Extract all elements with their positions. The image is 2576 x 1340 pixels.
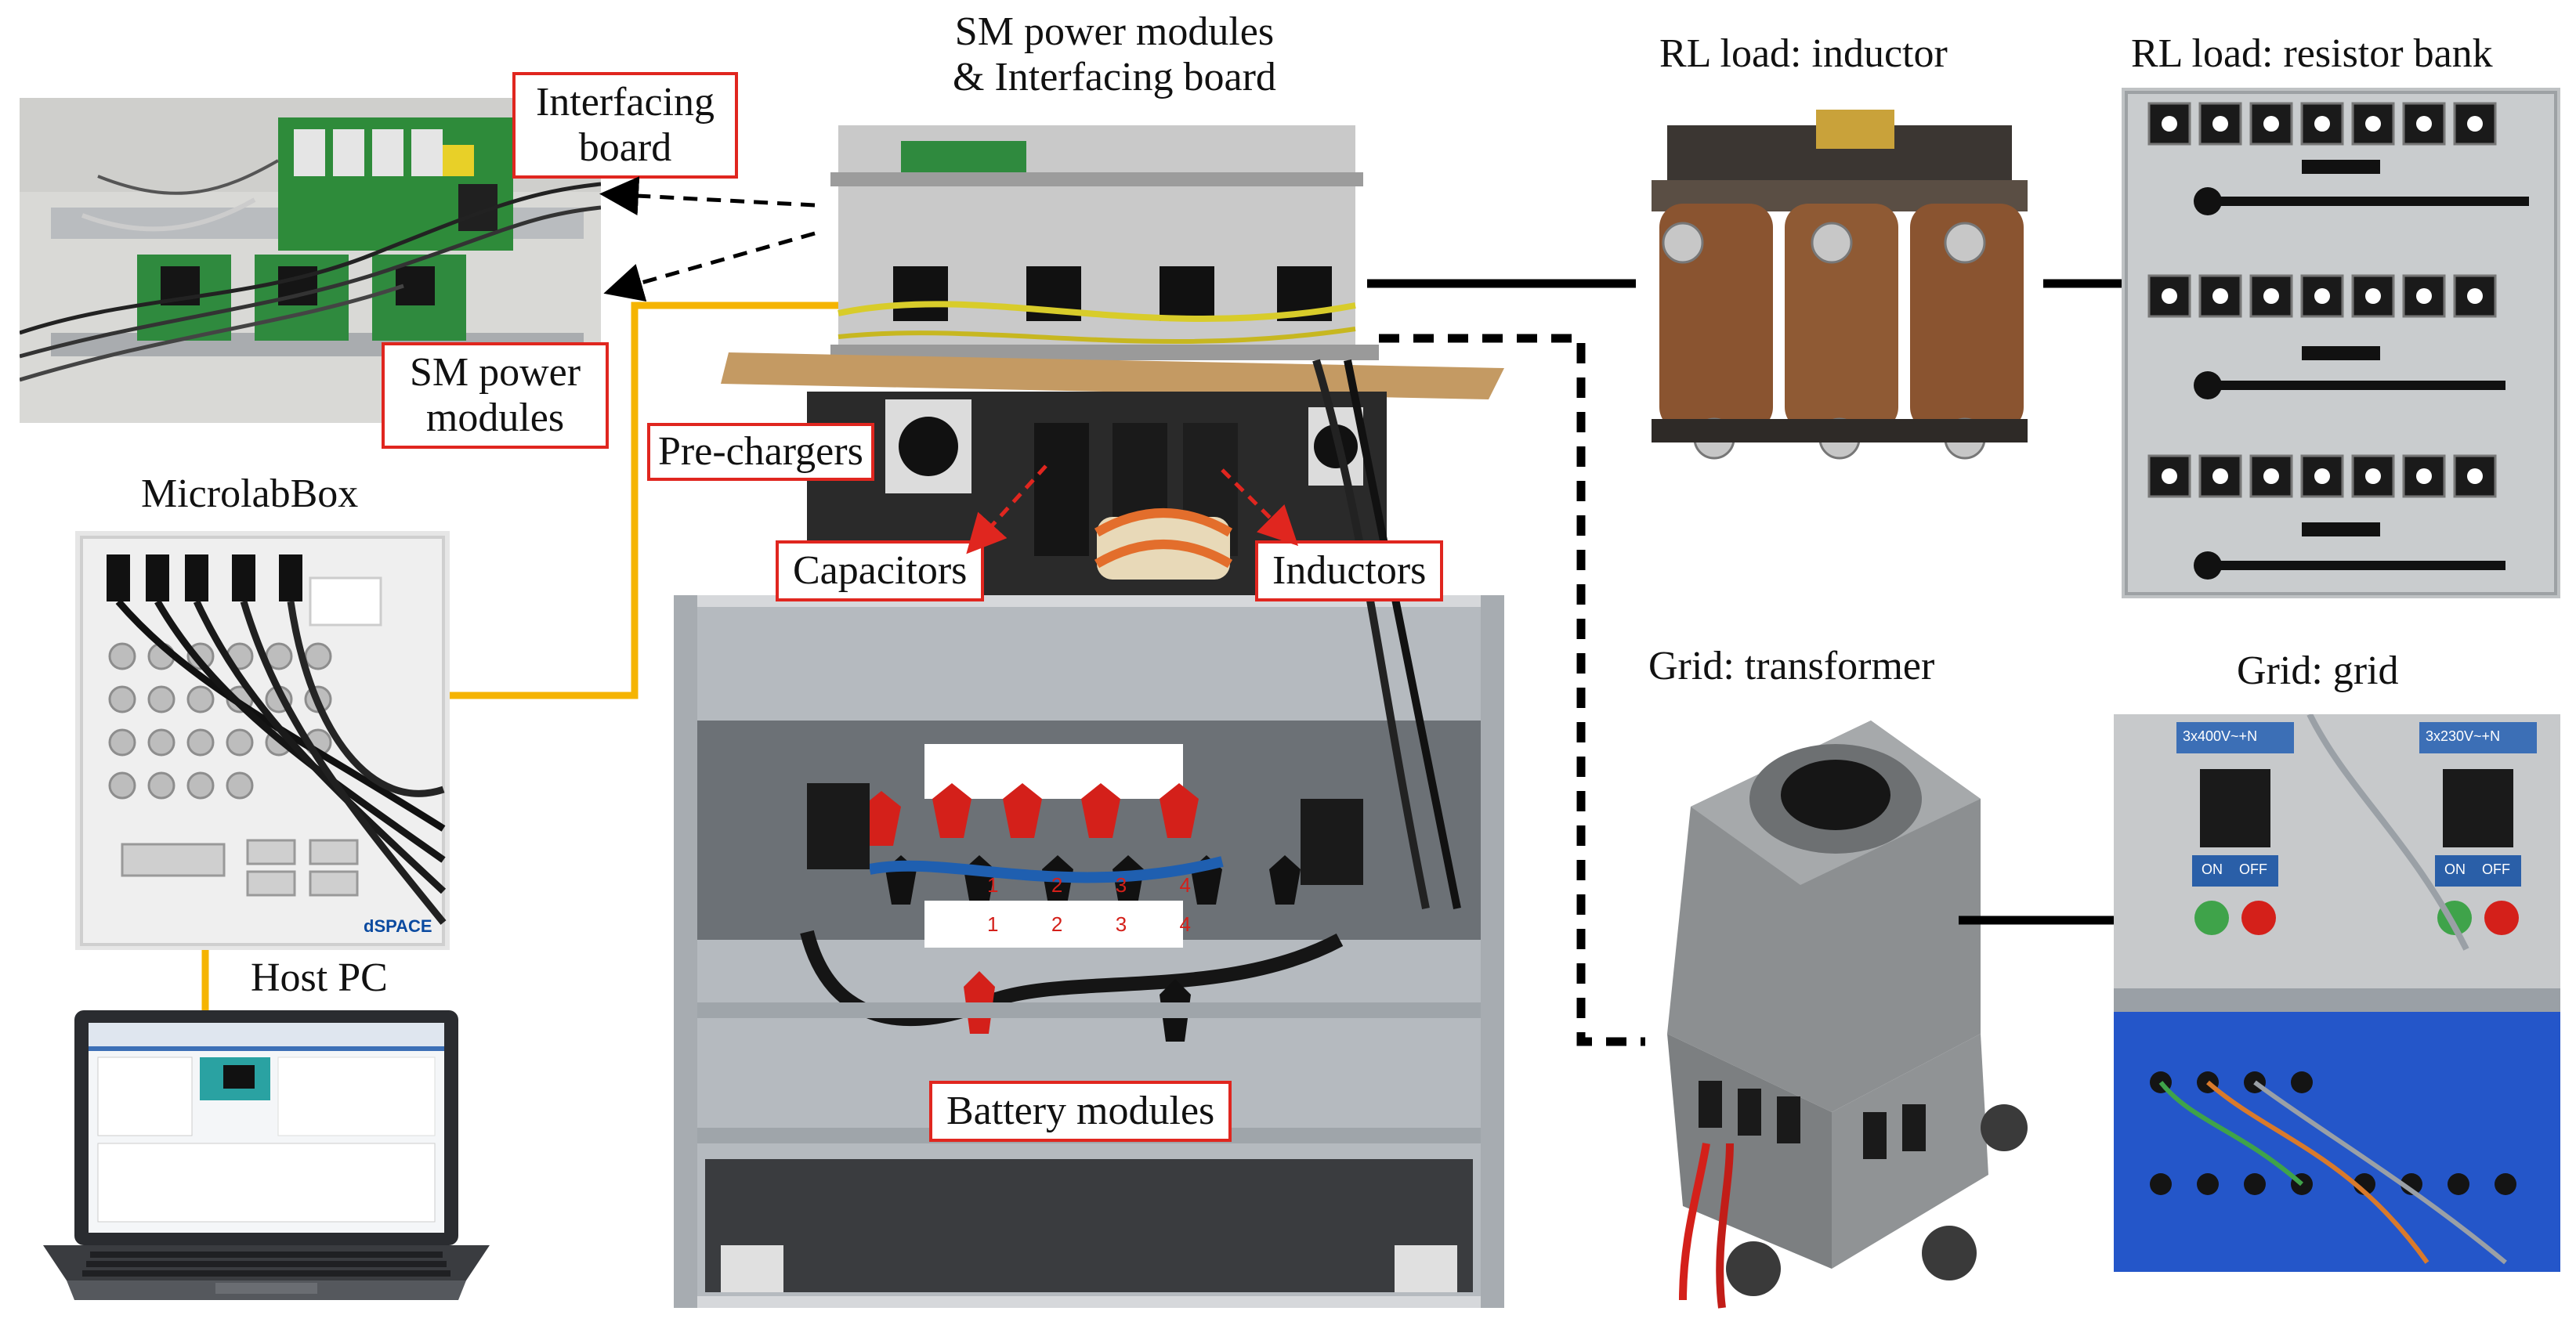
- battery-number-4: 4: [1179, 912, 1191, 936]
- grid-panel-right-label: 3x230V~+N: [2426, 728, 2501, 744]
- rl-load-inductor-title: RL load: inductor: [1659, 31, 1948, 76]
- rl-inductor-photo: [1636, 110, 2043, 466]
- battery-numbers-bottom: 1 2 3 4: [987, 912, 1191, 937]
- rl-load-resistor-title: RL load: resistor bank: [2131, 31, 2493, 76]
- pre-chargers-callout: Pre-chargers: [647, 423, 874, 482]
- grid-grid-title: Grid: grid: [2237, 648, 2399, 693]
- sm-power-modules-callout: SM power modules: [382, 342, 609, 450]
- grid-panel-off-label-right: OFF: [2482, 861, 2510, 877]
- host-pc-title: Host PC: [251, 955, 388, 1000]
- capacitors-callout: Capacitors: [776, 540, 985, 602]
- grid-panel-on-label-right: ON: [2444, 861, 2466, 877]
- grid-panel-photo: 3x400V~+N 3x230V~+N ON OFF ON OFF: [2114, 714, 2560, 1272]
- battery-number-1: 1: [987, 873, 999, 897]
- battery-number-3: 3: [1115, 873, 1127, 897]
- battery-modules-callout: Battery modules: [929, 1081, 1232, 1143]
- battery-number-1: 1: [987, 912, 999, 936]
- battery-number-2: 2: [1051, 912, 1063, 936]
- grid-transformer-title: Grid: transformer: [1648, 644, 1935, 688]
- battery-number-4: 4: [1179, 873, 1191, 897]
- sm-power-modules-title: SM power modules & Interfacing board: [953, 9, 1276, 100]
- central-setup-photo: 1 2 3 4 1 2 3 4: [674, 125, 1504, 1308]
- grid-transformer-photo: [1636, 705, 2051, 1316]
- grid-panel-on-label-left: ON: [2202, 861, 2223, 877]
- battery-number-3: 3: [1115, 912, 1127, 936]
- dspace-logo: dSPACE: [364, 916, 432, 936]
- resistor-bank-photo: [2122, 88, 2560, 598]
- grid-panel-left-label: 3x400V~+N: [2183, 728, 2258, 744]
- microlabbox-photo: dSPACE: [75, 531, 450, 950]
- grid-panel-off-label-left: OFF: [2239, 861, 2267, 877]
- inductors-callout: Inductors: [1255, 540, 1444, 602]
- microlabbox-title: MicrolabBox: [141, 471, 359, 516]
- interfacing-board-callout: Interfacing board: [512, 72, 738, 179]
- host-pc-laptop-photo: [43, 1010, 490, 1308]
- battery-number-2: 2: [1051, 873, 1063, 897]
- battery-numbers-top: 1 2 3 4: [987, 873, 1191, 898]
